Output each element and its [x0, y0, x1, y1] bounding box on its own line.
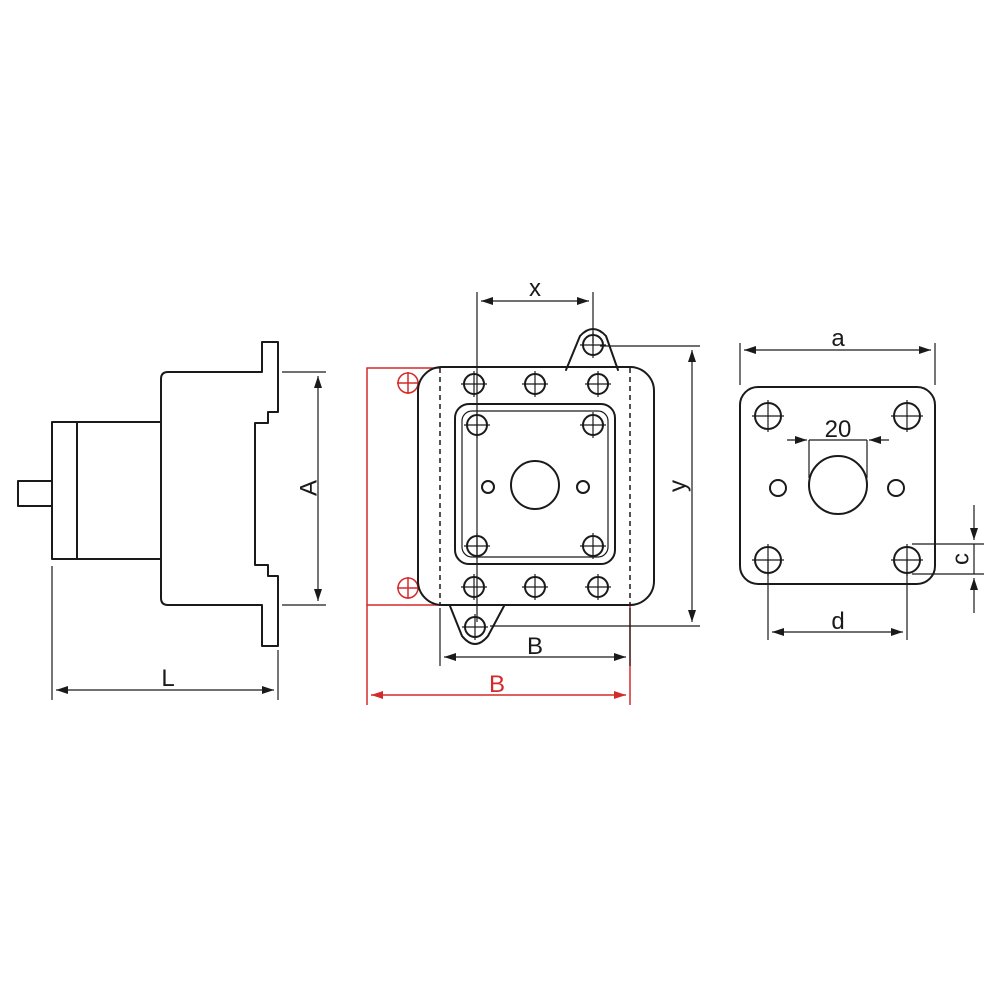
- label-x: x: [529, 275, 541, 302]
- output-bore: [510, 460, 560, 510]
- label-L: L: [161, 665, 174, 692]
- plate-bore: [808, 455, 868, 515]
- label-y: y: [664, 480, 691, 492]
- small-hole: [481, 480, 495, 494]
- flange-outline: [417, 366, 655, 606]
- side-view: L A: [17, 341, 326, 700]
- motor-cap: [51, 421, 78, 560]
- inner-recess: [454, 403, 616, 565]
- small-hole: [576, 480, 590, 494]
- plate-mounting-holes: [752, 400, 923, 576]
- adapter-plate-view: a 20 d c: [739, 325, 984, 640]
- plate-outline: [739, 386, 936, 585]
- label-d: d: [831, 608, 844, 635]
- label-B-alternate: B: [489, 671, 505, 698]
- mounting-ear-bottom: [449, 605, 505, 645]
- motor-shaft: [17, 480, 53, 507]
- front-view: B x y B: [366, 275, 700, 705]
- label-A: A: [295, 480, 322, 496]
- label-c: c: [947, 553, 974, 565]
- inner-recess-edge: [461, 410, 609, 558]
- motor-body: [76, 421, 162, 560]
- label-B: B: [527, 633, 543, 660]
- label-a: a: [831, 325, 845, 352]
- small-hole: [769, 479, 787, 497]
- gearbox-housing: [160, 341, 279, 647]
- small-hole: [887, 479, 905, 497]
- alternate-outline: [366, 367, 440, 606]
- label-20: 20: [825, 416, 852, 443]
